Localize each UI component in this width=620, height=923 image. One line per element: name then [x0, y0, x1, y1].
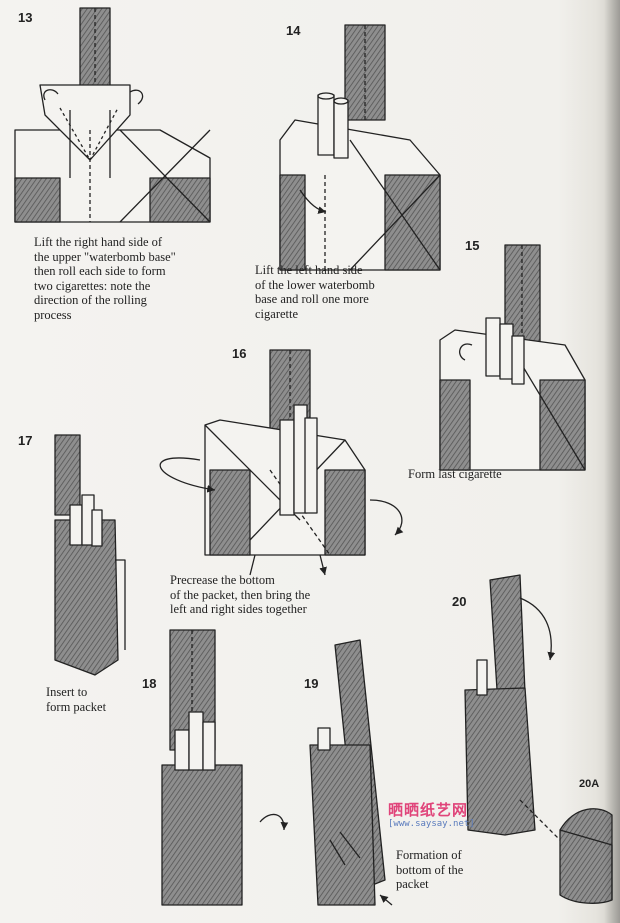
- step-number-19: 19: [304, 676, 318, 691]
- step-number-16: 16: [232, 346, 246, 361]
- step-14-figure: [280, 25, 440, 270]
- step-caption-14: Lift the left hand side of the lower wat…: [255, 263, 375, 321]
- step-number-18: 18: [142, 676, 156, 691]
- step-19-figure: [310, 640, 392, 905]
- step-number-17: 17: [18, 433, 32, 448]
- step-caption-13: Lift the right hand side of the upper "w…: [34, 235, 176, 322]
- step-caption-17: Insert to form packet: [46, 685, 106, 714]
- step-caption-19: Formation of bottom of the packet: [396, 848, 463, 892]
- watermark-url: [www.saysay.net]: [388, 819, 498, 829]
- page-spine-shadow: [604, 0, 620, 923]
- step-number-13: 13: [18, 10, 32, 25]
- step-number-20a: 20A: [579, 778, 599, 790]
- step-18-figure: [162, 630, 284, 905]
- step-number-14: 14: [286, 23, 300, 38]
- step-number-20: 20: [452, 594, 466, 609]
- step-caption-16: Precrease the bottom of the packet, then…: [170, 573, 310, 617]
- step-caption-15: Form last cigarette: [408, 467, 502, 482]
- step-15-figure: [440, 245, 585, 470]
- step-17-figure: [55, 435, 125, 675]
- step-13-figure: [15, 8, 210, 222]
- step-16-figure: [160, 350, 402, 575]
- watermark-title: 晒晒纸艺网: [388, 799, 498, 820]
- site-watermark: 晒晒纸艺网 [www.saysay.net]: [388, 799, 498, 829]
- step-number-15: 15: [465, 238, 479, 253]
